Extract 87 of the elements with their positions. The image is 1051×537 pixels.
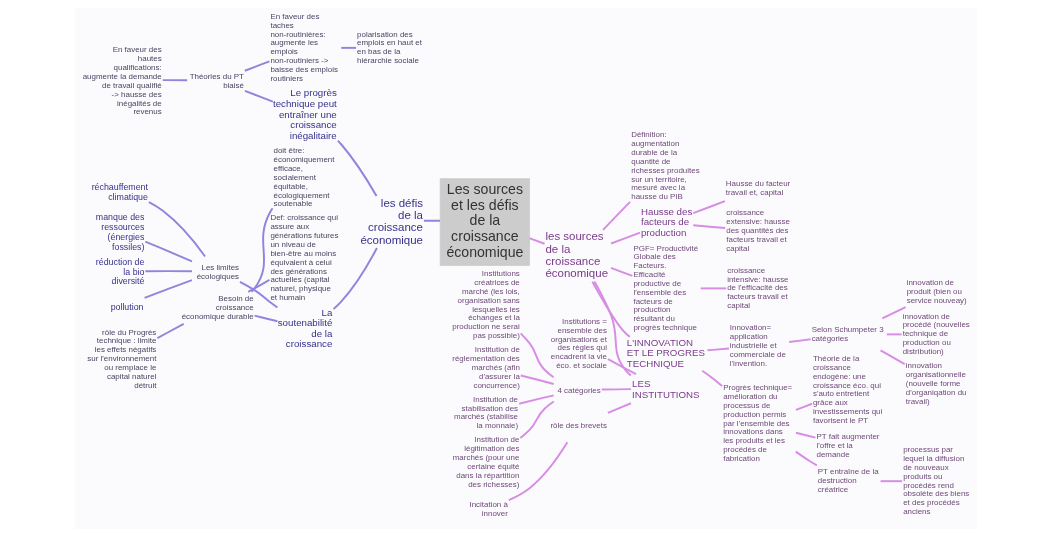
node-text: LES INSTITUTIONS (631, 378, 700, 400)
node-text: innovation organisationnelle (nouvelle forme d'organiqation du travail) (905, 361, 966, 406)
node-text: 4 catégories (556, 385, 601, 395)
connector (143, 270, 193, 273)
connector (885, 333, 903, 336)
connector (143, 240, 193, 263)
connector (519, 374, 555, 385)
connector (246, 278, 270, 293)
node-text: Besoin de croissance économique durable (181, 293, 254, 321)
node-text: les sources de la croissance économique (544, 230, 608, 280)
node-text: Le progrès technique peut entraîner une croissance inégalitaire (272, 87, 337, 141)
connector (609, 231, 641, 245)
node-text: les défis de la croissance économique (359, 196, 423, 246)
connector (253, 314, 278, 323)
connector (880, 306, 907, 320)
node-text: Incitation à innover (468, 500, 508, 518)
node-text: PGF= Productivité Globale des Facteurs. Efficacité productive de l'ensemble des facteurs de production résultant du progrès technique (632, 243, 698, 333)
connector (507, 441, 568, 502)
node-text: La soutenabilité de la croissance (277, 306, 332, 350)
node-text: Les limites écologiques (196, 263, 239, 281)
connector (517, 394, 555, 405)
connector (700, 369, 723, 388)
connector (879, 349, 906, 366)
node-text: processus par lequel la diffusion de nouveaux produits ou procédés rend obsolète des biens et des procédés anciens (902, 445, 969, 517)
node-text: En faveur des hautes qualifications: augmente la demande de travail qualifié -> hausse des inégalités de revenus (82, 45, 162, 117)
connector (606, 402, 632, 414)
connector (879, 480, 903, 483)
node-text: doit être: économiquement efficace, socialement équitable, écologiquement soutenable (273, 146, 334, 209)
connector (155, 322, 185, 340)
node-text: Selon Schumpeter 3 catégories (811, 324, 884, 343)
connector (601, 200, 631, 231)
node-text: réchauffement climatique (91, 182, 148, 202)
connector (422, 219, 441, 222)
node-text: PT entraîne de la destruction créatrice (817, 467, 879, 494)
connector (143, 279, 193, 299)
connector (336, 139, 377, 198)
node-text: polarisation des emplois en haut et en bas de la hiérarchie sociale (356, 29, 422, 66)
connector (519, 332, 554, 379)
connector (691, 224, 726, 229)
node-text: Progrès technique= amélioration du processus de production permis par l'ensemble des innovations dans les produits et les procédés de fabrication (722, 383, 792, 464)
node-text: Institution de réglementation des marchés (afin d'assurer la concurrence) (451, 345, 520, 390)
node-text: innovation de procédé (nouvelles technique de production ou distribution) (902, 311, 970, 357)
connector (787, 338, 812, 344)
connector (528, 237, 546, 245)
node-text: innovation de produit (bien ou service nouveay) (906, 278, 967, 305)
connector (699, 287, 727, 290)
node-text: Innovation= application industrielle et commerciale de l'invention. (729, 323, 786, 368)
node-text: En faveur des taches non-routinières: augmente les emplois non-routiniers -> baisse des emplois routiniers (269, 11, 338, 83)
connector (238, 280, 278, 309)
node-text: Théorie de la croissance endogène: une croissance éco. qui s'auto entretient grâce aux investissements qui favorisent le PT (812, 354, 882, 425)
node-text: PT fait augmenter l'offre et la demande (816, 431, 879, 459)
node-text: croissance extensive: hausse des quantités des facteurs travail et capital (725, 208, 790, 253)
node-text: L'INNOVATION ET LE PROGRES TECHNIQUE (626, 336, 705, 369)
connector (332, 247, 378, 310)
connector (592, 280, 632, 377)
node-text: Institutions = ensemble des organisations et des règles qui encadrent la vie éco. et sociale (550, 316, 607, 371)
node-text: Institutions créatrices de marché (les lois, organisation sans lesquelles les échanges et la production ne serai pas possible) (451, 269, 520, 341)
node-text: réduction de la bio diversité (95, 256, 144, 287)
connector (518, 400, 555, 440)
connector (250, 207, 273, 293)
connector (339, 46, 357, 49)
node-text: Hausse du facteur travail et, capital (725, 178, 790, 197)
node-text: rôle du Progrès technique : limite les effets négatifs sur l'environnement ou remplace le capital naturel détruit (86, 327, 156, 390)
connector (794, 431, 816, 439)
node-text: Hausse des facteurs de production (640, 205, 692, 239)
connector (161, 79, 188, 82)
node-text: Def: croissance qui assure aux générations futures un niveau de bien-être au moins équivalent à celui des générations actuelles (capital naturel, physique et humain (269, 213, 338, 303)
connector (706, 347, 730, 352)
node-box: Les sources et les défis de la croissance économique (439, 178, 530, 266)
node-text: Théories du PT biaisé (189, 71, 244, 90)
node-text: Définition: augmentation durable de la quantité de richesses produites sur un territoire, mesuré avec la hausse du PIB (630, 130, 700, 202)
node-text: rôle des brevets (549, 421, 607, 431)
node-text: Institution de stabilisation des marchés (stabilise la monnaie) (453, 394, 518, 431)
node-text: manque des ressources (énergies fossiles) (95, 212, 144, 252)
connector (609, 266, 633, 277)
connector (243, 89, 274, 103)
connector (600, 388, 632, 391)
node-text: croissance intensive: hausse de l'efficacité des facteurs travail et capital (726, 265, 789, 311)
connector (243, 60, 270, 72)
connector (794, 450, 818, 467)
connector (147, 201, 206, 258)
node-text: Institution de légitimation des marchés (pour une certaine équité dans la répartition des richesses) (452, 435, 519, 489)
connector (691, 200, 726, 215)
connector (794, 402, 813, 411)
connector (606, 358, 637, 376)
node-text: pollution (110, 302, 144, 313)
connector (590, 280, 631, 338)
